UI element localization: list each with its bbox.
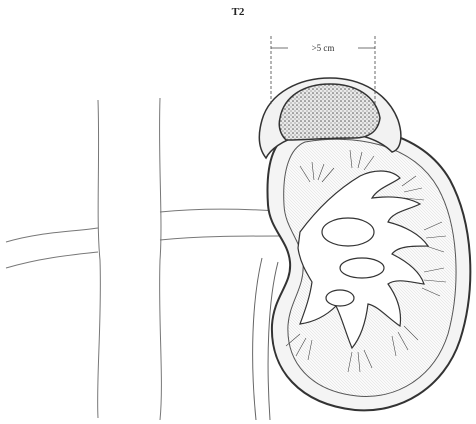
vena-cava — [98, 98, 162, 420]
renal-vessels — [6, 209, 290, 268]
measurement-label: >5 cm — [288, 43, 358, 53]
